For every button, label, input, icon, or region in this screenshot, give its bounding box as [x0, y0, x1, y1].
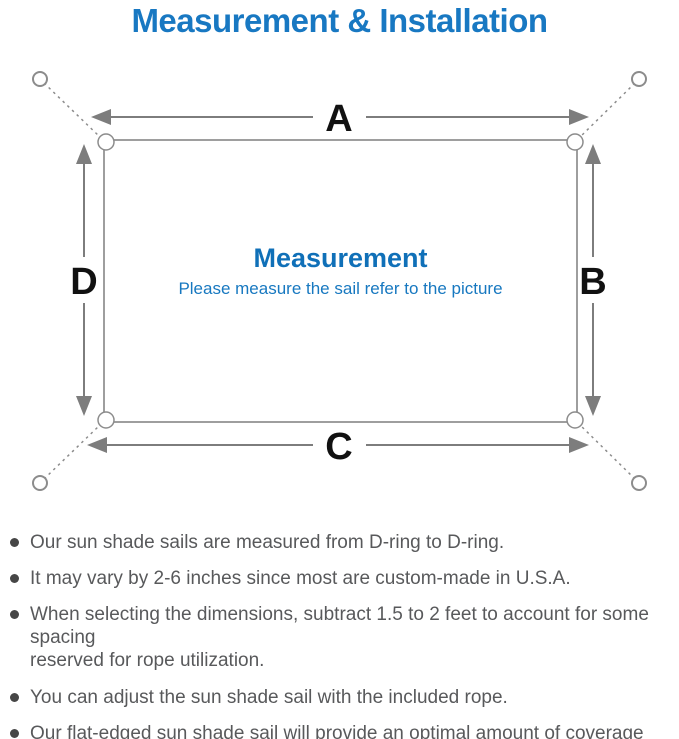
anchor-bottom-left-icon — [32, 475, 48, 491]
anchor-points — [32, 71, 647, 491]
list-item: When selecting the dimensions, subtract … — [10, 603, 673, 672]
d-rings — [97, 133, 584, 429]
list-item: Our sun shade sails are measured from D-… — [10, 531, 673, 554]
list-item: It may vary by 2-6 inches since most are… — [10, 567, 673, 590]
list-item: You can adjust the sun shade sail with t… — [10, 686, 673, 709]
dimension-label-b: B — [579, 261, 606, 303]
sail-diagram-svg: A B C D — [32, 71, 647, 491]
dimension-arrows — [76, 109, 601, 453]
bullet-icon — [10, 538, 19, 547]
rope-bottom-left — [43, 423, 102, 480]
anchor-top-right-icon — [631, 71, 647, 87]
rope-top-left — [43, 82, 102, 139]
note-text: You can adjust the sun shade sail with t… — [30, 687, 508, 708]
note-text: It may vary by 2-6 inches since most are… — [30, 568, 571, 589]
anchor-bottom-right-icon — [631, 475, 647, 491]
note-text: Our flat-edged sun shade sail will provi… — [30, 723, 644, 739]
rope-bottom-right — [578, 423, 636, 480]
page-title: Measurement & Installation — [131, 2, 548, 39]
d-ring-top-left-icon — [97, 133, 115, 151]
bullet-icon — [10, 693, 19, 702]
bullet-icon — [10, 574, 19, 583]
bullet-icon — [10, 729, 19, 738]
note-text: When selecting the dimensions, subtract … — [30, 604, 649, 671]
d-ring-top-right-icon — [566, 133, 584, 151]
sail-outline — [103, 139, 578, 423]
dimension-label-d: D — [70, 261, 97, 303]
list-item: Our flat-edged sun shade sail will provi… — [10, 722, 673, 739]
rope-top-right — [578, 82, 636, 139]
dimension-label-a: A — [325, 98, 352, 140]
anchor-top-left-icon — [32, 71, 48, 87]
d-ring-bottom-left-icon — [97, 411, 115, 429]
d-ring-bottom-right-icon — [566, 411, 584, 429]
dimension-label-c: C — [325, 426, 352, 468]
note-text: Our sun shade sails are measured from D-… — [30, 532, 505, 553]
corner-rope-lines — [43, 82, 636, 480]
notes-list: Our sun shade sails are measured from D-… — [10, 531, 673, 739]
bullet-icon — [10, 610, 19, 619]
measurement-diagram: A B C D Measurement Please measure the s… — [0, 60, 679, 520]
